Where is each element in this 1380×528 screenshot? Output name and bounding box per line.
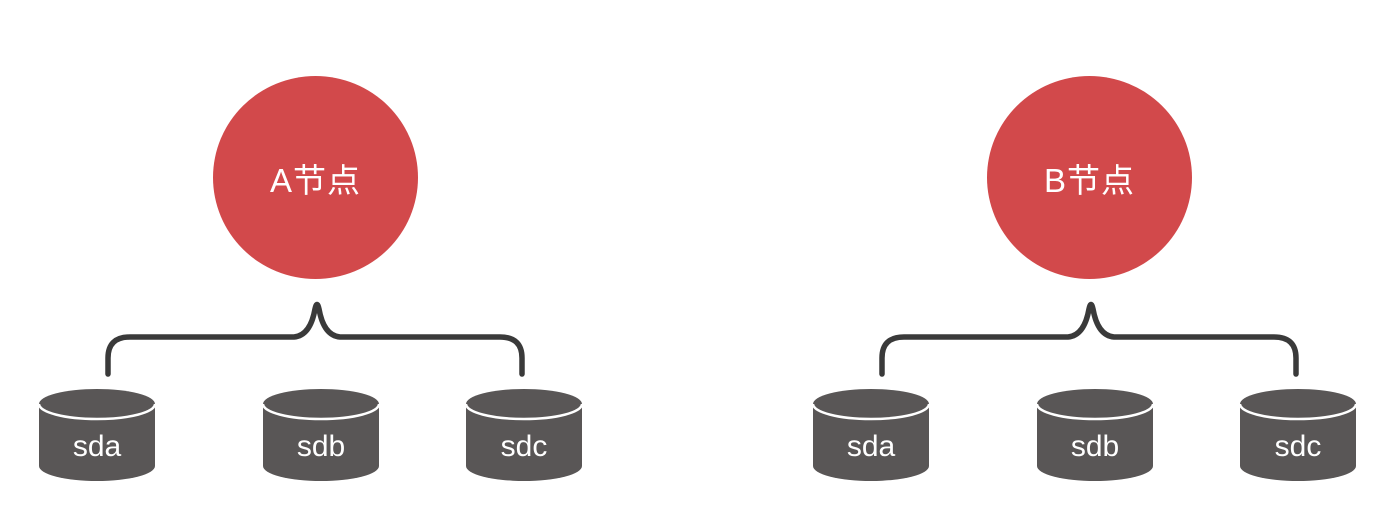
cylinder-lid-arc: [1036, 403, 1154, 421]
cylinder-body: [1240, 389, 1356, 481]
disk-label: sda: [73, 430, 122, 463]
cylinder-lid-arc: [38, 403, 156, 421]
disk-cylinder-sdc: sdc: [465, 389, 583, 481]
node-a-circle: A节点: [213, 76, 418, 279]
cylinder-body: [263, 389, 379, 481]
disk-cylinder-sdc: sdc: [1239, 389, 1357, 481]
cylinder-body: [466, 389, 582, 481]
brace-connector-a: [105, 301, 525, 377]
brace-connector-b: [879, 301, 1299, 377]
cylinder-body: [1037, 389, 1153, 481]
disk-label: sdb: [1071, 430, 1119, 463]
cylinder-lid-arc: [1239, 403, 1357, 421]
cylinder-lid-arc: [465, 403, 583, 421]
disk-cylinder-sda: sda: [38, 389, 156, 481]
disk-label: sdc: [1275, 430, 1322, 463]
node-a-group: A节点 sda sdb sdc: [38, 76, 583, 481]
cylinder-body: [39, 389, 155, 481]
disk-cylinder-sda: sda: [812, 389, 930, 481]
disk-cylinder-sdb: sdb: [1036, 389, 1154, 481]
brace-path: [879, 301, 1299, 377]
node-b-circle: B节点: [987, 76, 1192, 279]
node-b-label: B节点: [1043, 161, 1135, 199]
cylinder-lid-arc: [262, 403, 380, 421]
cylinder-lid-arc: [812, 403, 930, 421]
disk-label: sdb: [297, 430, 345, 463]
brace-path: [105, 301, 525, 377]
disk-cylinder-sdb: sdb: [262, 389, 380, 481]
disk-label: sdc: [501, 430, 548, 463]
node-b-group: B节点 sda sdb sdc: [774, 0, 1380, 528]
node-a-label: A节点: [269, 161, 361, 199]
cylinder-body: [813, 389, 929, 481]
disk-label: sda: [847, 430, 896, 463]
